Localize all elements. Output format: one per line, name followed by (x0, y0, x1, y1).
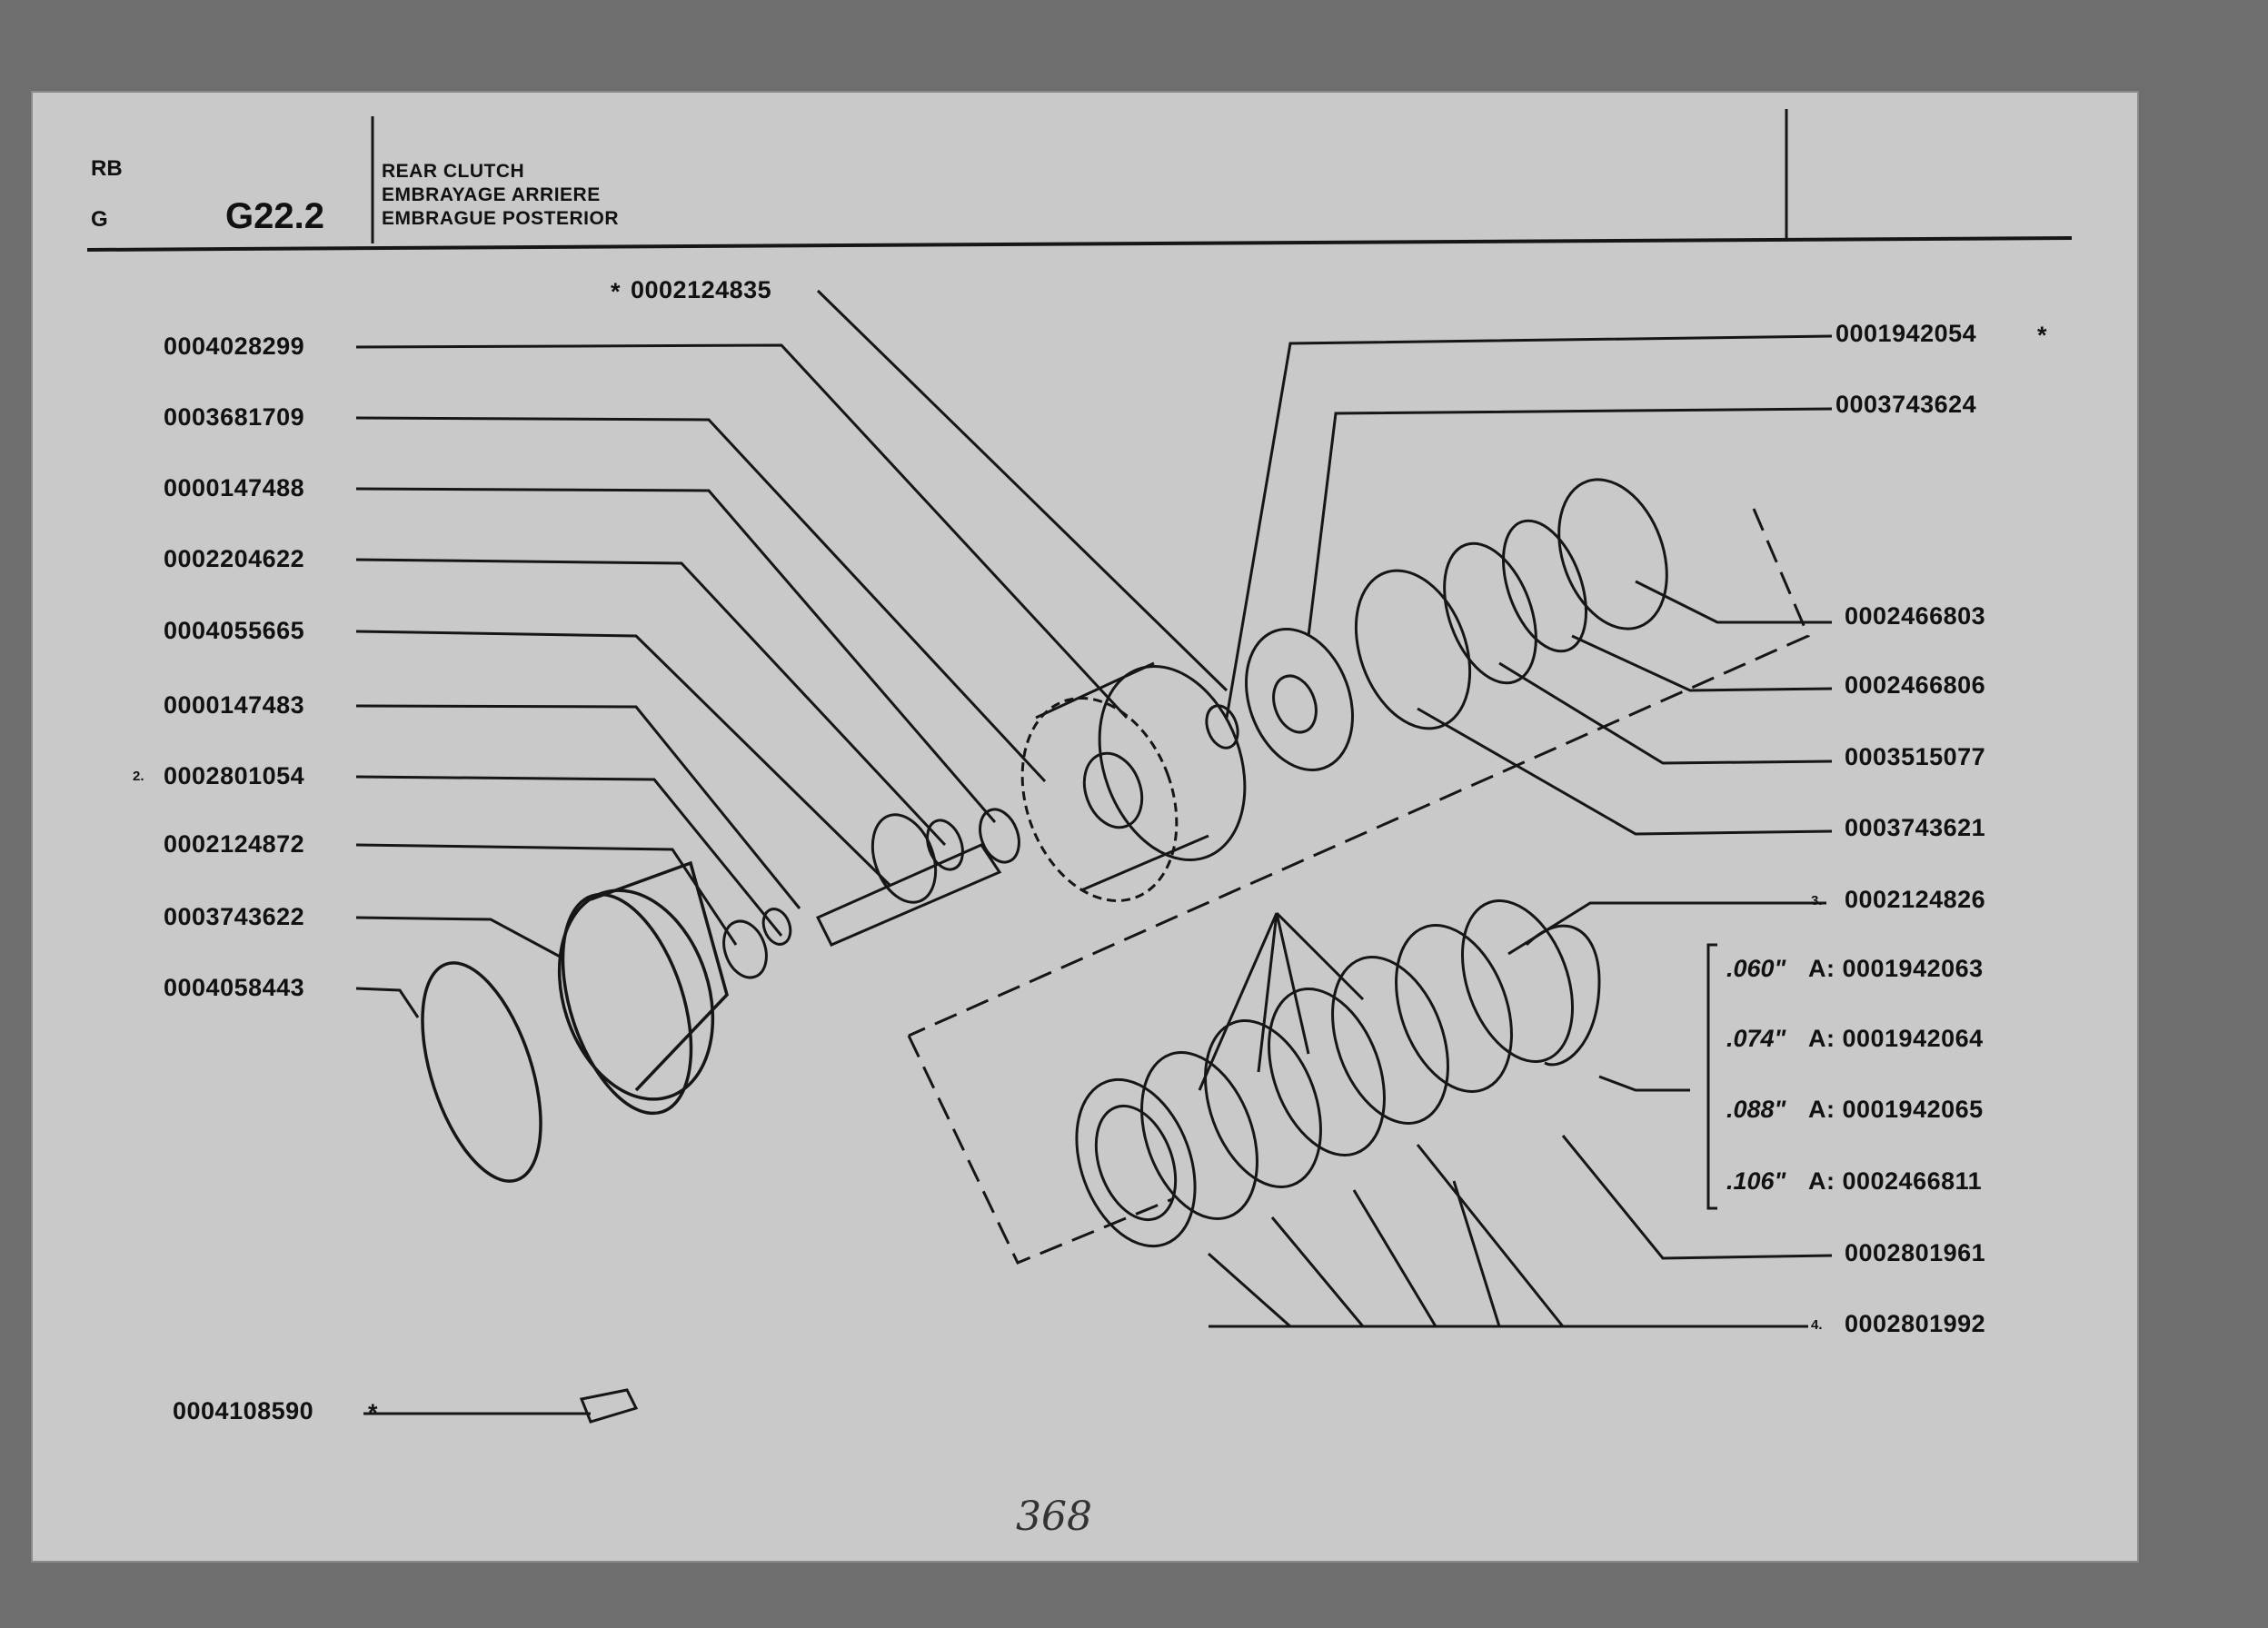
part-label: 0004055665 (164, 617, 305, 644)
thickness-option: .060" (1726, 955, 1786, 982)
part-label: 0001942054 (1835, 320, 1977, 347)
part-label: A: 0002466811 (1808, 1167, 1983, 1195)
page-number: 368 (1016, 1494, 1092, 1540)
part-label: 0003515077 (1845, 743, 1986, 770)
part-label: 0000147488 (164, 474, 305, 501)
item-prefix: 4. (1811, 1317, 1823, 1333)
asterisk-marker: * (368, 1399, 379, 1426)
header-rule (86, 236, 2073, 252)
asterisk-marker: * (2037, 322, 2048, 349)
clutch-pack (1075, 899, 1601, 1248)
part-label: 0002124835 (631, 276, 772, 303)
part-label: 0002801961 (1845, 1239, 1986, 1266)
item-prefix: 3. (1811, 893, 1823, 908)
part-label: 0002204622 (164, 545, 305, 572)
language-code-rb: RB (91, 156, 123, 181)
group-reference: G22.2 (225, 196, 324, 236)
input-shaft (815, 808, 1020, 947)
leader-lines-right (363, 289, 1833, 1415)
clutch-drum-left (421, 860, 729, 1183)
part-label: A: 0001942064 (1808, 1025, 1984, 1052)
part-label: 0003743621 (1845, 814, 1986, 841)
leader-lines-left (355, 343, 1129, 1018)
part-label: 0002124826 (1845, 886, 1986, 913)
thickness-option: .106" (1726, 1167, 1786, 1195)
part-label: 0003743622 (164, 903, 305, 930)
part-label: 0000147483 (164, 691, 305, 719)
part-label: 0004028299 (164, 333, 305, 360)
part-label: 0002124872 (164, 830, 305, 858)
part-label: 0004108590 (173, 1397, 314, 1424)
part-label: 0002801054 (164, 762, 305, 789)
title-french: EMBRAYAGE ARRIERE (382, 184, 601, 205)
part-label: 0003681709 (164, 403, 305, 431)
item-prefix: 2. (133, 769, 144, 784)
part-label: 0002466806 (1845, 671, 1986, 699)
seal-rings (722, 908, 792, 979)
clutch-hub (1020, 661, 1247, 902)
part-label: 0004058443 (164, 974, 305, 1001)
dashed-frame-lower (907, 1035, 1173, 1265)
part-label: 0002801992 (1845, 1310, 1986, 1337)
dashed-frame-upper (908, 508, 1810, 1037)
part-label: A: 0001942063 (1808, 955, 1984, 982)
part-label: A: 0001942065 (1808, 1096, 1984, 1123)
kit-block (579, 1388, 639, 1424)
thickness-option: .074" (1726, 1025, 1786, 1052)
title-spanish: EMBRAGUE POSTERIOR (382, 208, 620, 229)
part-label: 0003743624 (1835, 391, 1977, 418)
title-english: REAR CLUTCH (382, 161, 525, 182)
part-label: 0002466803 (1845, 602, 1986, 630)
asterisk-marker: * (611, 278, 622, 305)
language-code-g: G (91, 207, 108, 232)
piston-stack (1205, 478, 1668, 771)
thickness-option: .088" (1726, 1096, 1786, 1123)
